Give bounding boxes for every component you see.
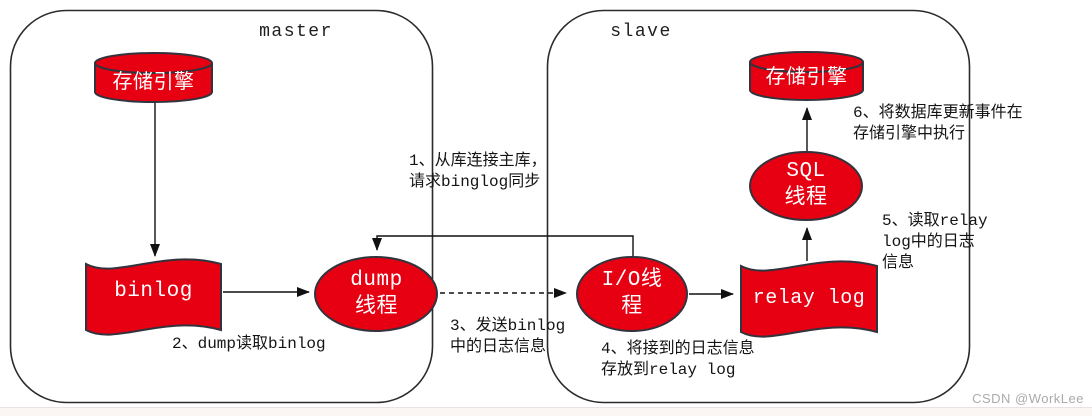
binlog-flag — [85, 258, 222, 336]
io-thread-ellipse — [576, 256, 688, 332]
watermark-text: CSDN @WorkLee — [972, 391, 1084, 406]
sql-thread-ellipse — [749, 151, 863, 221]
dump-thread-ellipse — [314, 256, 438, 332]
arrow-io-to-dump-step1 — [372, 235, 634, 260]
slave-box-outline — [546, 9, 971, 404]
master-storage-cylinder — [94, 52, 213, 103]
relay-log-flag — [740, 260, 878, 338]
bottom-strip — [0, 407, 1092, 416]
slave-storage-cylinder — [749, 51, 864, 101]
master-box-outline — [9, 9, 434, 404]
